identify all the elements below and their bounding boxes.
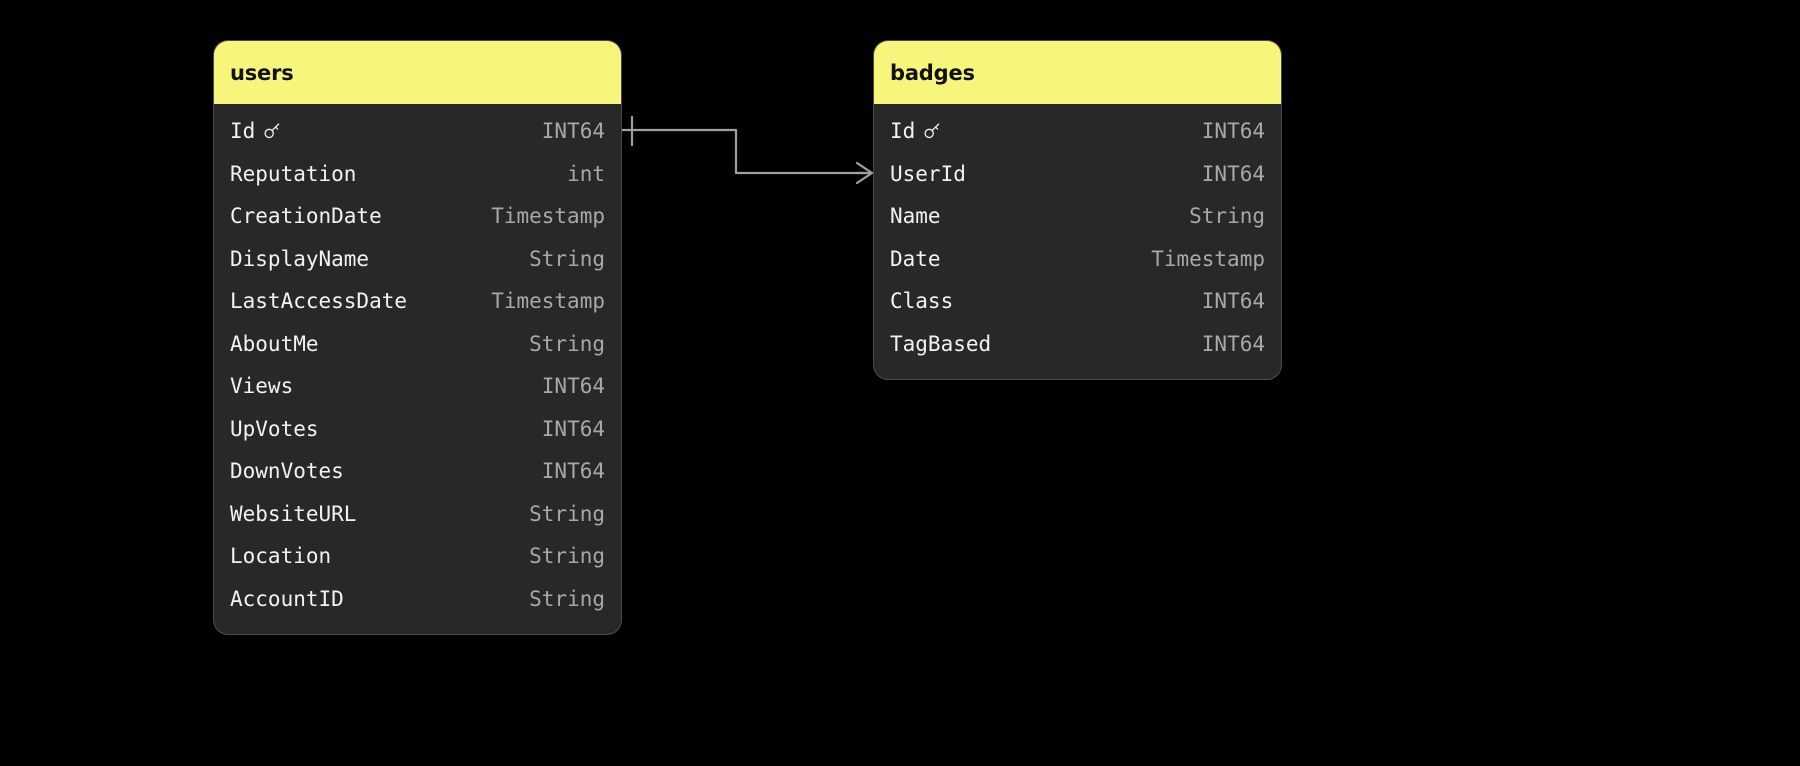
field-type: INT64 <box>1201 119 1265 144</box>
field-name: DisplayName <box>230 247 369 271</box>
field-name: TagBased <box>890 332 991 356</box>
field-label: Id <box>890 119 916 144</box>
field-row[interactable]: TagBased INT64 <box>874 323 1281 366</box>
field-type: String <box>529 246 605 271</box>
entity-card-users[interactable]: users Id INT64 Reputation <box>214 41 621 634</box>
field-label: WebsiteURL <box>230 501 357 526</box>
entity-fields-users: Id INT64 Reputation int <box>214 104 621 634</box>
field-label: AboutMe <box>230 331 319 356</box>
field-row[interactable]: CreationDate Timestamp <box>214 195 621 238</box>
field-name: UpVotes <box>230 417 319 441</box>
field-name: Name <box>890 204 941 228</box>
field-type: INT64 <box>541 374 605 399</box>
field-row[interactable]: AccountID String <box>214 578 621 621</box>
field-type: INT64 <box>541 459 605 484</box>
field-label: DisplayName <box>230 246 370 271</box>
cardinality-many-marker <box>855 161 874 185</box>
field-type: int <box>567 161 605 186</box>
field-label: Views <box>230 374 294 399</box>
field-name: AboutMe <box>230 332 319 356</box>
field-type: String <box>529 501 605 526</box>
field-type: INT64 <box>1201 289 1265 314</box>
field-name: AccountID <box>230 587 344 611</box>
field-row[interactable]: AboutMe String <box>214 323 621 366</box>
field-row[interactable]: UserId INT64 <box>874 153 1281 196</box>
field-type: String <box>1189 204 1265 229</box>
field-label: UpVotes <box>230 416 319 441</box>
field-name: Location <box>230 544 331 568</box>
entity-fields-badges: Id INT64 UserId INT64 <box>874 104 1281 379</box>
field-label: LastAccessDate <box>230 289 408 314</box>
field-name: Reputation <box>230 162 356 186</box>
field-label: Name <box>890 204 941 229</box>
field-label: Location <box>230 544 332 569</box>
field-row[interactable]: LastAccessDate Timestamp <box>214 280 621 323</box>
field-type: INT64 <box>541 416 605 441</box>
field-label: TagBased <box>890 331 992 356</box>
field-row[interactable]: Class INT64 <box>874 280 1281 323</box>
field-label: Id <box>230 119 256 144</box>
relationship-line <box>619 128 868 175</box>
field-row[interactable]: Views INT64 <box>214 365 621 408</box>
field-name: WebsiteURL <box>230 502 356 526</box>
field-row[interactable]: Location String <box>214 535 621 578</box>
field-name: Id <box>230 119 282 143</box>
field-label: Class <box>890 289 954 314</box>
field-row[interactable]: WebsiteURL String <box>214 493 621 536</box>
field-type: String <box>529 586 605 611</box>
field-type: Timestamp <box>1151 246 1265 271</box>
field-row[interactable]: Id INT64 <box>874 110 1281 153</box>
field-row[interactable]: Name String <box>874 195 1281 238</box>
field-type: INT64 <box>1201 161 1265 186</box>
field-label: UserId <box>890 161 966 186</box>
field-name: Views <box>230 374 293 398</box>
field-row[interactable]: DisplayName String <box>214 238 621 281</box>
key-icon <box>922 121 942 141</box>
field-name: Class <box>890 289 953 313</box>
field-type: String <box>529 331 605 356</box>
field-type: Timestamp <box>491 204 605 229</box>
field-label: Reputation <box>230 161 357 186</box>
field-type: INT64 <box>1201 331 1265 356</box>
field-row[interactable]: DownVotes INT64 <box>214 450 621 493</box>
entity-title-users: users <box>214 41 621 104</box>
field-label: Date <box>890 246 941 271</box>
field-label: CreationDate <box>230 204 382 229</box>
field-row[interactable]: UpVotes INT64 <box>214 408 621 451</box>
entity-title-badges: badges <box>874 41 1281 104</box>
field-name: DownVotes <box>230 459 344 483</box>
field-type: INT64 <box>541 119 605 144</box>
field-name: UserId <box>890 162 966 186</box>
field-type: Timestamp <box>491 289 605 314</box>
key-icon <box>262 121 282 141</box>
field-name: CreationDate <box>230 204 382 228</box>
field-row[interactable]: Id INT64 <box>214 110 621 153</box>
field-name: LastAccessDate <box>230 289 407 313</box>
field-label: DownVotes <box>230 459 344 484</box>
entity-card-badges[interactable]: badges Id INT64 UserId <box>874 41 1281 379</box>
field-row[interactable]: Reputation int <box>214 153 621 196</box>
field-label: AccountID <box>230 586 344 611</box>
field-row[interactable]: Date Timestamp <box>874 238 1281 281</box>
field-type: String <box>529 544 605 569</box>
field-name: Id <box>890 119 942 143</box>
field-name: Date <box>890 247 941 271</box>
